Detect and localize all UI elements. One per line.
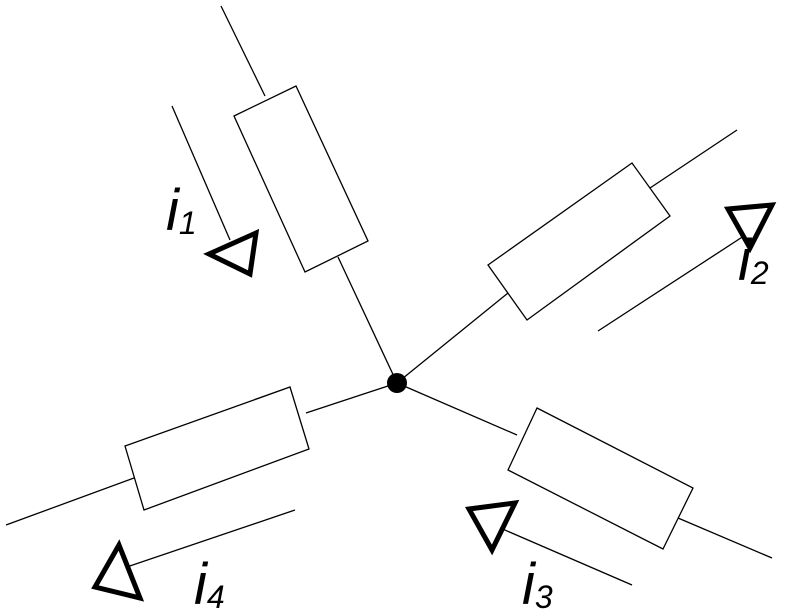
wire-4-outer: [5, 477, 135, 526]
current-arrow-i4: i4: [91, 509, 296, 616]
wire-4-inner: [305, 382, 398, 414]
arrow-i3-shaft: [490, 523, 633, 586]
arrow-i3-head-icon: [465, 499, 520, 556]
arrow-i2-head-icon: [723, 202, 777, 254]
label-i3: i3: [522, 552, 553, 616]
arrow-i1-head-icon: [203, 228, 260, 278]
branch-3: [396, 382, 773, 559]
label-i1: i1: [166, 178, 197, 243]
branch-1: [220, 5, 398, 384]
branch-2: [396, 129, 738, 384]
current-arrow-i2: i2: [597, 202, 777, 332]
current-arrow-i3: i3: [465, 499, 633, 616]
label-i4: i4: [194, 552, 225, 616]
label-i2: i2: [738, 228, 769, 293]
resistor-2: [487, 162, 671, 321]
wire-1-outer: [220, 5, 266, 97]
wire-3-inner: [396, 382, 518, 436]
wire-3-outer: [677, 517, 773, 559]
arrow-i2-shaft: [597, 231, 751, 332]
wire-1-inner: [337, 256, 398, 384]
arrow-i4-head-icon: [91, 539, 145, 602]
arrow-i1-shaft: [171, 105, 231, 241]
resistor-3: [507, 407, 694, 550]
resistor-1: [233, 85, 369, 273]
branch-4: [5, 382, 398, 526]
junction-node: [387, 373, 407, 393]
current-arrow-i1: i1: [166, 105, 260, 278]
arrow-i4-shaft: [114, 509, 296, 572]
wire-2-outer: [649, 129, 738, 189]
wire-2-inner: [396, 292, 509, 384]
resistor-4: [124, 386, 310, 511]
